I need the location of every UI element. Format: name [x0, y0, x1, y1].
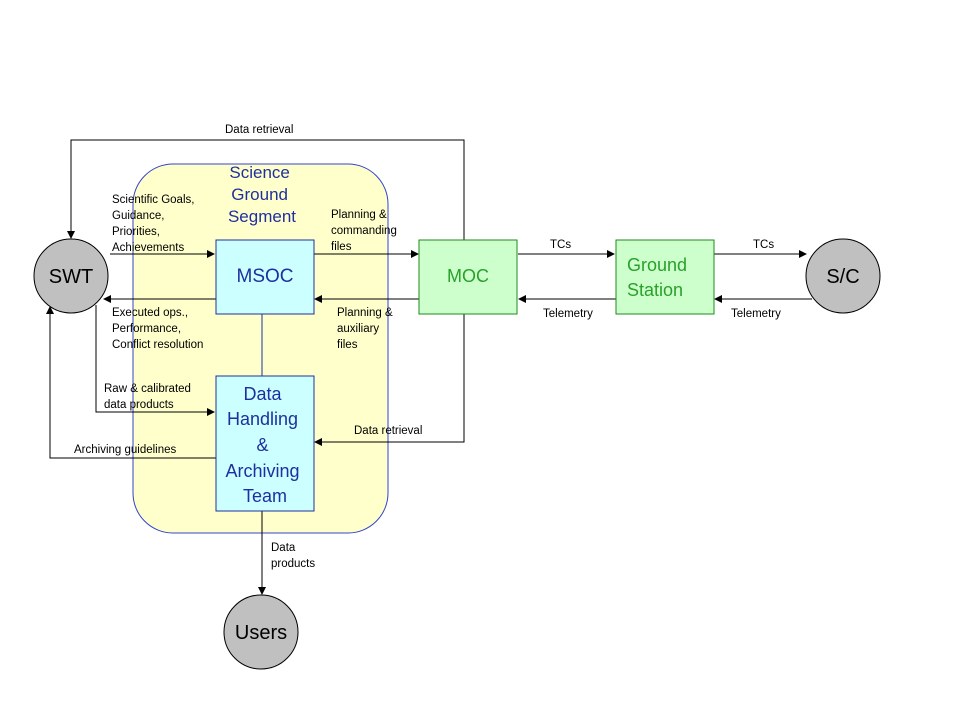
- sgs-title: Science Ground Segment: [228, 163, 296, 226]
- science-ground-segment-box: [132, 163, 389, 534]
- raw-calibrated-label: Raw & calibrated data products: [104, 383, 194, 411]
- swt-node: [33, 238, 109, 314]
- data-retrieval-bottom-arrow: [314, 314, 465, 446]
- ground-station-node: [615, 239, 715, 315]
- archiving-guidelines-label: Archiving guidelines: [74, 444, 177, 456]
- ground-station-label: Ground Station: [627, 255, 692, 300]
- msoc-node: [215, 239, 315, 315]
- data-retrieval-top-label: Data retrieval: [225, 124, 293, 136]
- tcs-label-2: TCs: [753, 239, 774, 251]
- archiving-guidelines-arrow: [46, 306, 216, 459]
- tcs-label-1: TCs: [550, 239, 571, 251]
- msoc-label: MSOC: [237, 266, 294, 287]
- telemetry-label-1: Telemetry: [543, 308, 593, 320]
- dhat-node: [215, 375, 315, 512]
- swt-label: SWT: [49, 266, 93, 288]
- planning-auxiliary-label: Planning & auxiliary files: [337, 307, 396, 351]
- raw-calibrated-arrow: [95, 305, 215, 416]
- users-node: [223, 594, 299, 670]
- data-retrieval-top-arrow: [67, 139, 465, 240]
- scientific-goals-label: Scientific Goals, Guidance, Priorities, …: [112, 194, 198, 254]
- planning-commanding-label: Planning & commanding files: [331, 209, 400, 253]
- dhat-label: Data Handling & Archiving Team: [225, 384, 304, 506]
- moc-node: [418, 239, 518, 315]
- executed-ops-label: Executed ops., Performance, Conflict res…: [112, 307, 203, 351]
- telemetry-label-2: Telemetry: [731, 308, 781, 320]
- moc-label: MOC: [447, 266, 489, 286]
- data-retrieval-bottom-label: Data retrieval: [354, 425, 422, 437]
- sc-node: [805, 238, 881, 314]
- data-products-label: Data products: [271, 542, 315, 570]
- sc-label: S/C: [826, 266, 859, 288]
- users-label: Users: [235, 622, 287, 644]
